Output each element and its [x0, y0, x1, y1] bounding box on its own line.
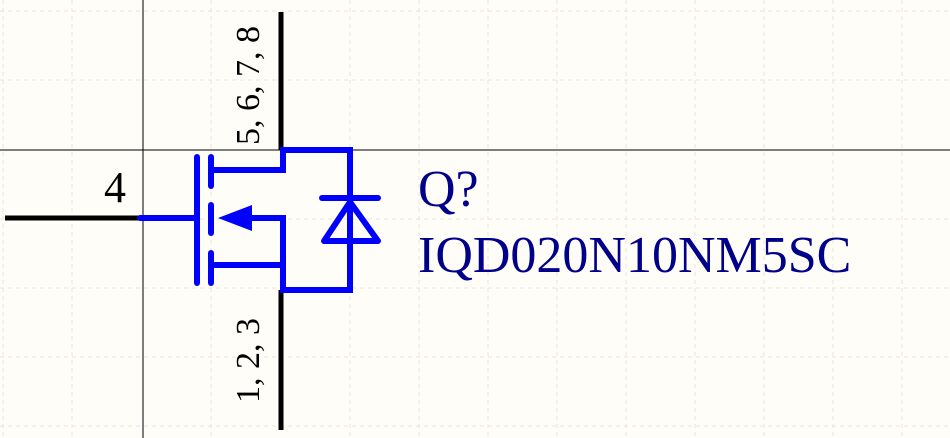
- drain-pin-numbers: 5, 6, 7, 8: [230, 26, 267, 145]
- source-pin-numbers: 1, 2, 3: [230, 318, 267, 403]
- gate-pin-number: 4: [104, 163, 126, 212]
- body-arrow: [218, 205, 252, 231]
- part-comment[interactable]: IQD020N10NM5SC: [418, 227, 852, 284]
- pins[interactable]: [5, 12, 284, 430]
- mosfet-symbol[interactable]: [137, 147, 381, 293]
- designator[interactable]: Q?: [418, 161, 479, 218]
- body-diode: [321, 199, 381, 244]
